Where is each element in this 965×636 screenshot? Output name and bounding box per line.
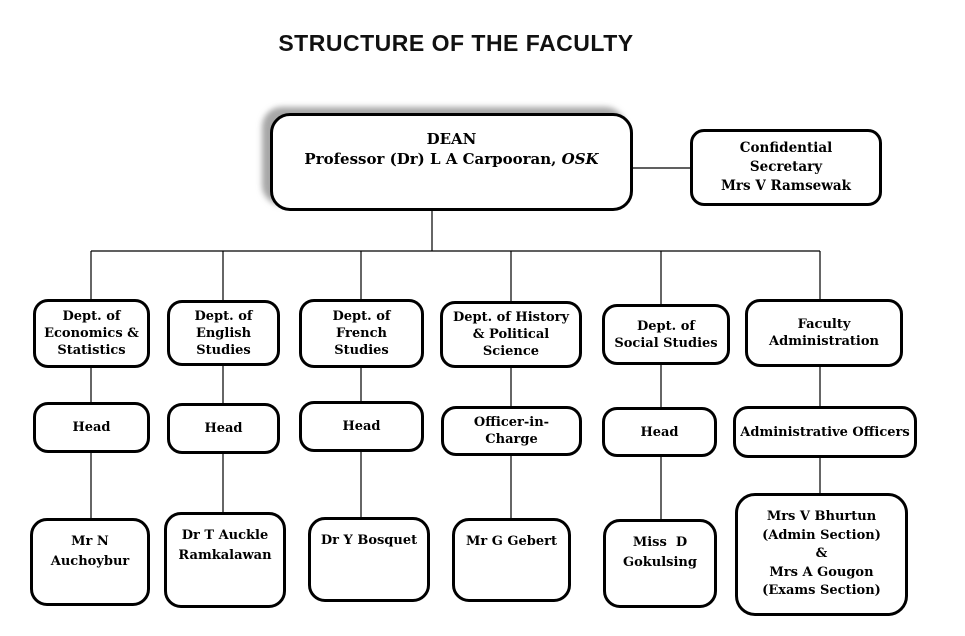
head-french-label: Head (342, 419, 381, 434)
page-title: STRUCTURE OF THE FACULTY (278, 30, 634, 56)
dept-social-box: Dept. of Social Studies (602, 304, 730, 365)
dept-economics-label: Dept. of Economics & Statistics (44, 309, 139, 358)
head-french-box: Head (299, 401, 424, 452)
person-french-label: Dr Y Bosquet (320, 533, 418, 548)
faculty-administration-label: Faculty Administration (769, 317, 879, 349)
head-english-box: Head (167, 403, 280, 454)
person-economics-label: Mr N Auchoybur (50, 534, 130, 569)
confidential-secretary-box: Confidential Secretary Mrs V Ramsewak (690, 129, 882, 206)
person-english-label: Dr T Auckle Ramkalawan (178, 528, 272, 563)
dept-french-box: Dept. of French Studies (299, 299, 424, 368)
head-economics-label: Head (72, 420, 111, 435)
dept-french-label: Dept. of French Studies (332, 309, 391, 358)
administrative-officers-label: Administrative Officers (740, 424, 910, 440)
secretary-text: Confidential Secretary Mrs V Ramsewak (720, 140, 851, 194)
person-history-label: Mr G Gebert (466, 534, 557, 549)
dept-history-label: Dept. of History & Political Science (452, 310, 570, 359)
person-history-box: Mr G Gebert (452, 518, 571, 602)
person-economics-box: Mr N Auchoybur (30, 518, 150, 606)
person-social-box: Miss D Gokulsing (603, 519, 717, 608)
dean-name-text: Professor (Dr) L A Carpooran, (304, 150, 562, 168)
head-social-box: Head (602, 407, 717, 457)
dean-role: DEAN (426, 130, 477, 148)
head-social-label: Head (640, 424, 679, 440)
faculty-administration-box: Faculty Administration (745, 299, 903, 367)
person-english-box: Dr T Auckle Ramkalawan (164, 512, 286, 608)
dept-economics-box: Dept. of Economics & Statistics (33, 299, 150, 368)
person-administration-label: Mrs V Bhurtun (Admin Section) & Mrs A Go… (762, 509, 881, 599)
head-english-label: Head (204, 421, 243, 436)
dept-history-box: Dept. of History & Political Science (440, 301, 582, 368)
officer-in-charge-box: Officer-in- Charge (441, 406, 582, 456)
dept-social-label: Dept. of Social Studies (614, 318, 718, 351)
dean-name: Professor (Dr) L A Carpooran, OSK (304, 149, 598, 169)
person-social-label: Miss D Gokulsing (623, 535, 697, 570)
dean-box: DEAN Professor (Dr) L A Carpooran, OSK (270, 113, 633, 211)
dept-english-box: Dept. of English Studies (167, 300, 280, 366)
administrative-officers-box: Administrative Officers (733, 406, 917, 458)
dept-english-label: Dept. of English Studies (194, 308, 253, 358)
officer-in-charge-label: Officer-in- Charge (473, 415, 550, 447)
person-french-box: Dr Y Bosquet (308, 517, 430, 602)
head-economics-box: Head (33, 402, 150, 453)
dean-postnominal: OSK (561, 150, 599, 168)
person-administration-box: Mrs V Bhurtun (Admin Section) & Mrs A Go… (735, 493, 908, 616)
